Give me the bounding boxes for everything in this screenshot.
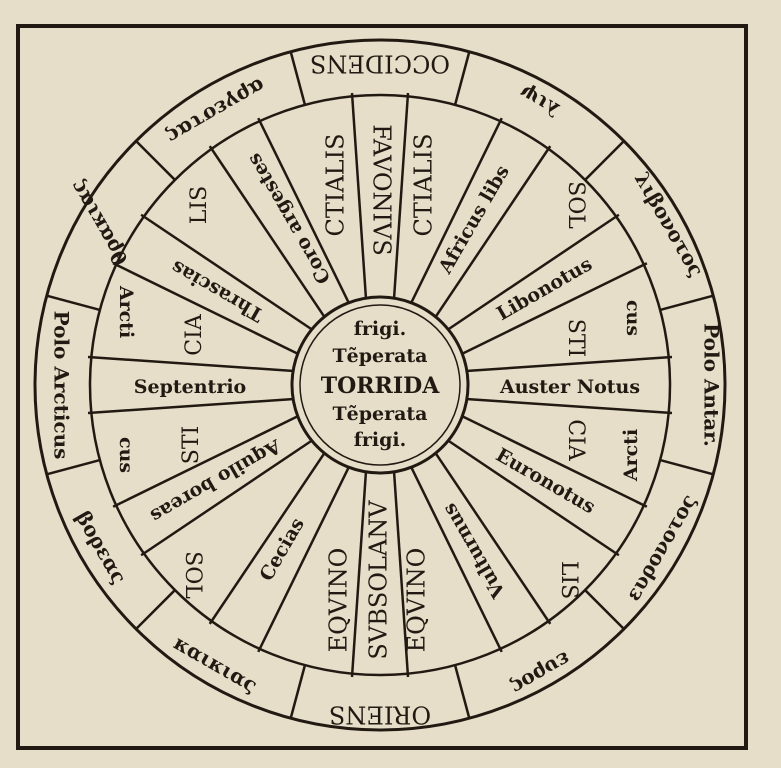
solstice-bl-2: SOL xyxy=(180,551,205,599)
wind-cecias: Cecias xyxy=(255,514,309,585)
ring-divider xyxy=(135,140,176,181)
spoke-edge xyxy=(350,470,368,678)
spoke-edge xyxy=(257,117,351,305)
zone-frigid-north: frigi. xyxy=(354,318,407,340)
spoke-edge xyxy=(465,397,673,415)
arctic-left-1: Arcti xyxy=(115,285,137,338)
spoke-edge xyxy=(434,451,552,625)
occidentalis-right: CTIALIS xyxy=(410,133,438,236)
occidentalis-left: CTIALIS xyxy=(322,133,350,236)
ring-divider xyxy=(289,664,307,719)
center-circle xyxy=(290,295,470,475)
spoke-edge xyxy=(460,414,648,508)
wind-vulturnus: Vulturnus xyxy=(438,499,510,602)
spoke-edge xyxy=(446,213,620,331)
ring-libonotos: λιβονοτος xyxy=(630,168,709,281)
spoke-edge xyxy=(87,397,295,415)
solstice-tl-1: LIS xyxy=(187,186,212,224)
ring-divider xyxy=(659,458,714,476)
ring-polo-arcticus: Polo Arcticus xyxy=(50,311,74,460)
ring-argestas: αργεστας xyxy=(162,73,269,149)
wind-septentrio: Septentrio xyxy=(134,376,246,398)
spoke-edge xyxy=(465,355,673,373)
spoke-edge xyxy=(87,355,295,373)
zone-frigid-south: frigi. xyxy=(354,429,407,451)
solstice-br-1: CIA xyxy=(563,419,588,462)
wind-favonius: FAVONIVS xyxy=(368,124,396,256)
spoke-edge xyxy=(140,439,314,557)
ring-polo-antarcticus: Polo Antar. xyxy=(700,323,724,447)
zone-strip-labels: CTIALIS CTIALIS EQVINO EQVINO LIS CIA ST… xyxy=(115,133,644,652)
zone-torrid: TORRIDA xyxy=(321,373,440,399)
ring-divider xyxy=(46,294,101,312)
solstice-tr-1: SOL xyxy=(563,181,588,229)
outer-circle xyxy=(33,38,727,732)
ring-oriens: ORIENS xyxy=(329,701,431,729)
solstice-br-2: LIS xyxy=(556,561,581,599)
spoke-edge xyxy=(392,470,410,678)
spoke-edge xyxy=(446,439,620,557)
center-zones: frigi. Tẽperata TORRIDA Tẽperata frigi. xyxy=(321,318,440,451)
spoke-edge xyxy=(140,213,314,331)
ring-divider xyxy=(584,589,625,630)
ring-divider xyxy=(453,51,471,106)
spoke-edge xyxy=(208,451,326,625)
arctic-left-2: cus xyxy=(115,437,137,473)
spoke-edge xyxy=(409,465,503,653)
center-circle-inner xyxy=(299,304,461,466)
solstice-tr-2: STI xyxy=(563,319,588,357)
spoke-edge xyxy=(112,414,300,508)
equinoctialis-left: EQVINO xyxy=(325,548,353,653)
ring-divider xyxy=(659,294,714,312)
ring-divider xyxy=(453,664,471,719)
ring-divider xyxy=(584,140,625,181)
ring-divider xyxy=(289,51,307,106)
spoke-edge xyxy=(350,92,368,300)
ring-lips: λιψ xyxy=(515,80,564,122)
spoke-edge xyxy=(434,145,552,319)
spoke-edge xyxy=(460,262,648,356)
equinoctialis-right: EQVINO xyxy=(403,548,431,653)
ring-divider xyxy=(46,458,101,476)
spoke-edge xyxy=(257,465,351,653)
spoke-edge xyxy=(112,262,300,356)
spoke-edge xyxy=(392,92,410,300)
solstice-bl-1: STI xyxy=(179,426,204,464)
spoke-edge xyxy=(208,145,326,319)
outer-frame xyxy=(16,24,748,750)
ring-divider xyxy=(135,589,176,630)
spoke-edge xyxy=(409,117,503,305)
solstice-tl-2: CIA xyxy=(182,313,207,356)
arctic-right-1: cus xyxy=(622,300,644,336)
zone-temperate-north: Tẽperata xyxy=(332,345,427,367)
wind-auster: Auster Notus xyxy=(499,376,640,398)
arctic-right-2: Arcti xyxy=(620,429,642,482)
zone-temperate-south: Tẽperata xyxy=(332,403,427,425)
ring-occidens: OCCIDENS xyxy=(310,50,450,78)
spoke-bands xyxy=(46,51,714,719)
inner-ring-circle xyxy=(88,93,672,677)
wind-subsolanus: SVBSOLANV xyxy=(365,500,393,660)
